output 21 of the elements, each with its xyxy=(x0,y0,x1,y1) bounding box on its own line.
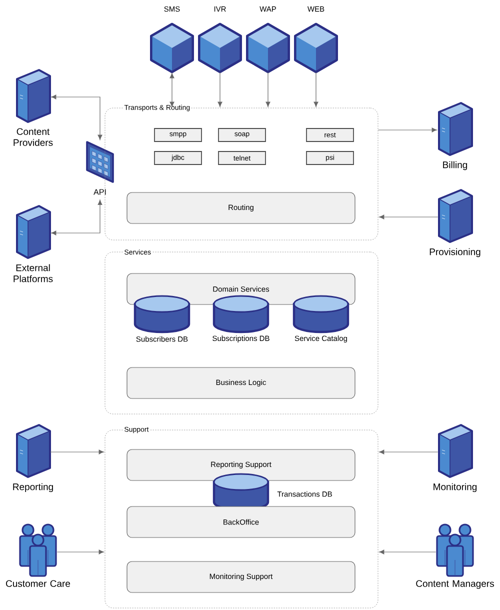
arrow xyxy=(170,73,174,107)
icon-label: Reporting xyxy=(13,483,53,492)
icon-label: Customer Care xyxy=(6,580,70,587)
arrow xyxy=(218,72,222,107)
icon-label: Content Providers xyxy=(14,128,53,146)
arrow xyxy=(314,72,318,107)
arrow xyxy=(266,72,270,107)
arrow xyxy=(379,214,438,220)
arrow xyxy=(56,550,104,554)
arrow xyxy=(50,450,104,454)
arrow xyxy=(378,128,437,132)
arrow xyxy=(379,550,436,554)
icon-label: External Platforms xyxy=(14,264,53,282)
arrow xyxy=(51,200,102,236)
icon-label: Provisioning xyxy=(430,248,480,258)
arrow xyxy=(51,94,102,140)
icon-label: API xyxy=(94,189,106,195)
arrow xyxy=(379,450,438,454)
icon-label: Content Managers xyxy=(416,580,494,589)
icon-label: Monitoring xyxy=(434,483,477,492)
icon-label: Billing xyxy=(443,161,468,170)
